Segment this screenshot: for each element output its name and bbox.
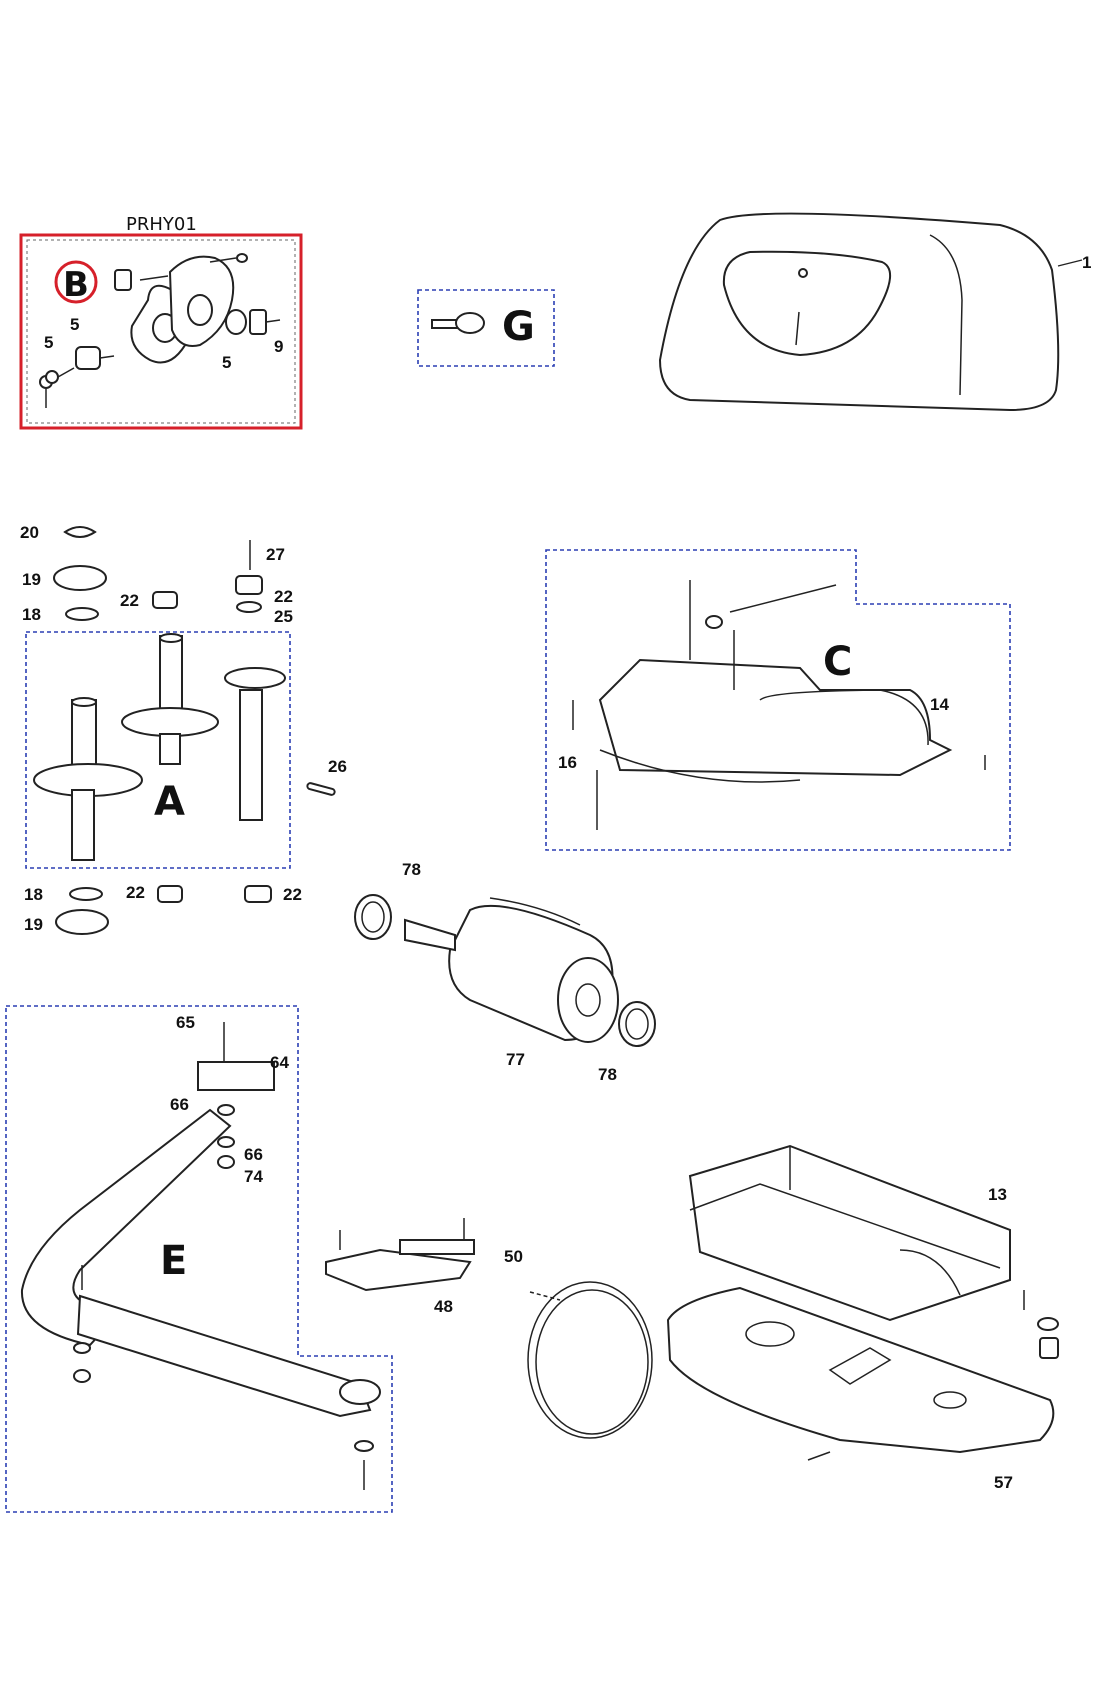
group-a-label: A (154, 779, 185, 825)
gear-icon (33, 633, 286, 861)
bearings-and-spacers[interactable]: 20 19 18 22 27 22 25 26 18 22 22 19 (20, 523, 347, 935)
callout-14: 14 (930, 695, 949, 714)
callout-19: 19 (24, 915, 43, 934)
callout-22: 22 (126, 883, 145, 902)
callout-50: 50 (504, 1247, 523, 1266)
seal-icon (354, 894, 392, 940)
callout-20: 20 (20, 523, 39, 542)
callout-26: 26 (328, 757, 347, 776)
callout-18: 18 (22, 605, 41, 624)
callout-74: 74 (244, 1167, 263, 1186)
group-g-key[interactable]: G (417, 289, 555, 367)
kit-inner-dashed-frame (26, 239, 296, 424)
group-e-arm[interactable]: E 65 64 66 66 74 (5, 1005, 393, 1513)
key-icon (431, 312, 485, 334)
spacer-icon (235, 575, 263, 595)
motor-icon (404, 897, 619, 1043)
base-icon (688, 1144, 1011, 1322)
callout-66: 66 (170, 1095, 189, 1114)
callout-48: 48 (434, 1297, 453, 1316)
group-c-housing[interactable]: C 14 16 (545, 549, 1011, 851)
washer-icon (63, 526, 97, 538)
terminal-block-parts[interactable]: 50 48 (325, 1218, 653, 1439)
callout-16: 16 (558, 753, 577, 772)
callout-5: 5 (70, 315, 79, 334)
plate-icon (666, 1286, 1055, 1461)
callout-22: 22 (274, 587, 293, 606)
group-c-label: C (823, 639, 852, 685)
spacer-icon (157, 885, 183, 903)
group-c-frame (545, 549, 1011, 851)
callout-27: 27 (266, 545, 285, 564)
arm-icon (20, 1022, 381, 1490)
circlip-icon (69, 887, 103, 901)
callout-22: 22 (120, 591, 139, 610)
callout-22: 22 (283, 885, 302, 904)
pin-icon (306, 782, 336, 796)
washer-icon (236, 601, 262, 613)
group-b-label: B (63, 265, 89, 305)
callout-78: 78 (402, 860, 421, 879)
callout-66: 66 (244, 1145, 263, 1164)
lock-key-icon (39, 367, 75, 408)
motor-part-77[interactable]: 78 77 78 (354, 860, 656, 1084)
callout-18: 18 (24, 885, 43, 904)
callout-78: 78 (598, 1065, 617, 1084)
gearbox-icon (598, 580, 953, 783)
base-part-13[interactable]: 13 (688, 1144, 1011, 1322)
callout-19: 19 (22, 570, 41, 589)
cable-icon (527, 1281, 653, 1439)
seal-icon (618, 1001, 656, 1047)
lock-cylinder-icon (75, 309, 281, 370)
circlip-icon (65, 607, 99, 621)
kit-highlight-frame (19, 233, 303, 430)
bearing-icon (53, 565, 107, 591)
group-b-badge (54, 260, 98, 304)
group-e-frame (5, 1005, 393, 1513)
group-a-gears[interactable]: A (25, 631, 291, 869)
spacer-icon (152, 591, 178, 609)
callout-9: 9 (274, 337, 283, 356)
lock-cam-icon (114, 253, 248, 364)
cover-part-1[interactable]: 1 (658, 212, 1091, 412)
callout-65: 65 (176, 1013, 195, 1032)
callout-5: 5 (44, 333, 53, 352)
callout-1: 1 (1082, 253, 1091, 272)
callout-5: 5 (222, 353, 231, 372)
callout-57: 57 (994, 1473, 1013, 1492)
callout-25: 25 (274, 607, 293, 626)
bearing-icon (55, 909, 109, 935)
callout-64: 64 (270, 1053, 289, 1072)
group-g-frame (417, 289, 555, 367)
terminal-block-icon (325, 1218, 475, 1292)
callout-13: 13 (988, 1185, 1007, 1204)
group-a-frame (25, 631, 291, 869)
plate-part-57[interactable]: 57 (666, 1286, 1059, 1492)
group-g-label: G (502, 304, 535, 350)
group-e-label: E (160, 1238, 187, 1284)
kit-code: PRHY01 (126, 214, 197, 235)
cable-gland-icon (1023, 1290, 1059, 1359)
spacer-icon (244, 885, 272, 903)
kit-b-lock-assembly[interactable]: PRHY01 B 5 5 5 (19, 214, 303, 430)
callout-77: 77 (506, 1050, 525, 1069)
